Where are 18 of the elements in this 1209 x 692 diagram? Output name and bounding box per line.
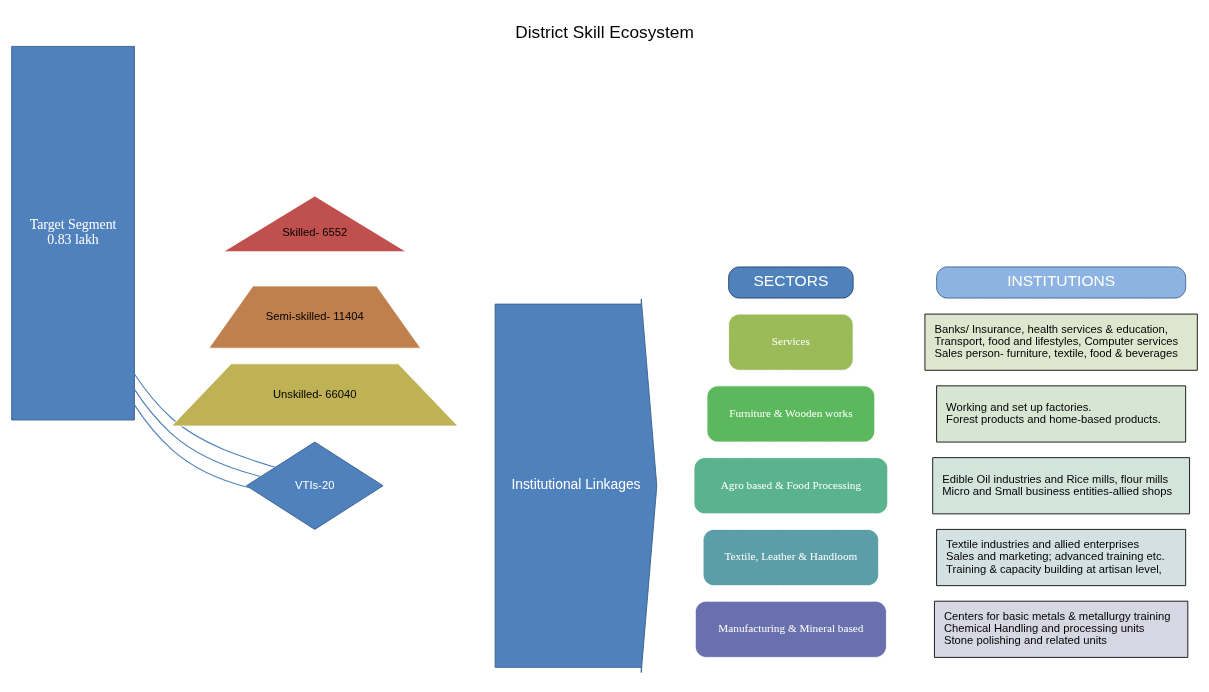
node-box: INSTITUTIONS — [936, 266, 1187, 298]
node-box: Furniture & Wooden works — [706, 384, 876, 442]
node-box: Manufacturing & Mineral based — [694, 600, 887, 658]
node-box: Working and set up factories. Forest products and home-based products. — [936, 384, 1187, 442]
node-box: Centers for basic metals & metallurgy training Chemical Handling and processing units Stone polishing and related units — [934, 600, 1189, 658]
node-box: Services — [728, 313, 854, 371]
connector — [134, 388, 262, 477]
connector — [134, 373, 276, 468]
node-box: Edible Oil industries and Rice mills, flour mills Micro and Small business entities-allied shops — [932, 456, 1190, 514]
diagram-title: District Skill Ecosystem — [515, 21, 694, 42]
node-box: Banks/ Insurance, health services & education, Transport, food and lifestyles, Computer services Sales person- furniture, textile, food & beverages — [924, 313, 1198, 371]
node-box: Target Segment 0.83 lakh — [11, 45, 135, 420]
node-diamond: VTIs-20 — [246, 441, 384, 530]
node-box: Textile industries and allied enterprises Sales and marketing; advanced training etc. Training & capacity building at artisan level, — [936, 528, 1187, 586]
connector — [134, 404, 251, 488]
node-box: Agro based & Food Processing — [693, 456, 889, 514]
node-box: SECTORS — [728, 266, 854, 298]
node-box: Textile, Leather & Handloom — [702, 528, 880, 586]
